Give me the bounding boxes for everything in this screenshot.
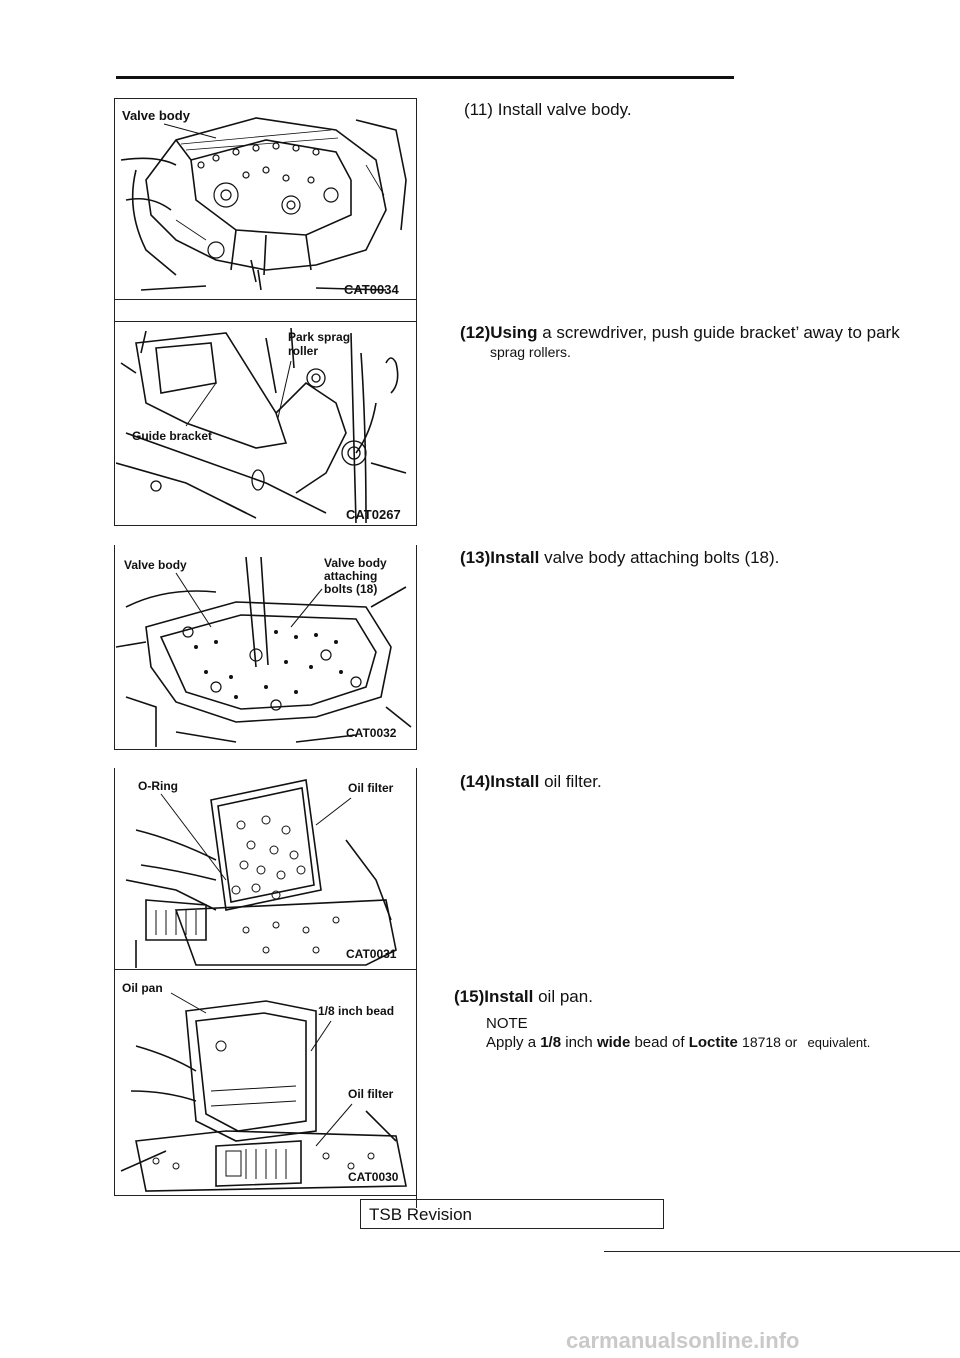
figure-oil-filter: O-Ring Oil filter CAT0031	[116, 770, 415, 968]
step-text: oil pan.	[538, 987, 593, 1006]
figure-oil-pan: Oil pan 1/8 inch bead Oil filter CAT0030	[116, 971, 415, 1194]
step-number: (15)Install	[454, 987, 534, 1006]
step-number: (11)	[464, 100, 493, 119]
step-15: (15)Install oil pan.	[454, 987, 593, 1007]
frame-line	[114, 525, 416, 526]
note-body: Apply a 1/8 inch wide bead of Loctite 18…	[486, 1034, 870, 1051]
figure-park-sprag: Park sprag roller Guide bracket CAT0267	[116, 323, 415, 524]
frame-line	[114, 969, 416, 970]
step-13: (13)Install valve body attaching bolts (…	[460, 548, 779, 568]
figure-label: bolts (18)	[324, 582, 377, 596]
frame-line	[114, 98, 115, 526]
note-text: 1/8	[540, 1034, 562, 1051]
step-text: valve body attaching bolts (18).	[544, 548, 780, 567]
note-text: equivalent.	[807, 1035, 871, 1050]
step-text: a screwdriver, push guide bracket’ away …	[542, 323, 900, 342]
step-number: (12)Using	[460, 323, 538, 342]
figure-code: CAT0030	[348, 1170, 399, 1184]
note-text: inch	[565, 1034, 593, 1051]
step-12-cont: sprag rollers.	[490, 344, 571, 360]
step-12: (12)Using a screwdriver, push guide brac…	[460, 323, 900, 343]
frame-line	[416, 768, 417, 1208]
figure-label: Park sprag	[288, 330, 350, 344]
watermark: carmanualsonline.info	[566, 1328, 800, 1353]
frame-line	[114, 98, 416, 99]
figure-label: O-Ring	[138, 779, 178, 793]
frame-line	[114, 545, 115, 750]
note-text: bead of	[634, 1034, 685, 1051]
note-text: wide	[596, 1034, 631, 1051]
frame-line	[114, 1195, 416, 1196]
step-text: Install valve body.	[497, 100, 632, 119]
figure-label: roller	[288, 344, 318, 358]
figure-label: Oil filter	[348, 781, 394, 795]
frame-line	[416, 98, 417, 526]
figure-label: Valve body	[122, 108, 191, 123]
figure-code: CAT0032	[346, 726, 397, 740]
step-number: (13)Install	[460, 548, 540, 567]
note-text: Loctite	[688, 1034, 738, 1051]
step-14: (14)Install oil filter.	[460, 772, 602, 792]
frame-line	[416, 545, 417, 750]
note-text: 18718 or	[742, 1034, 798, 1050]
note-title: NOTE	[486, 1015, 528, 1032]
tsb-revision-box: TSB Revision	[360, 1199, 664, 1229]
figure-label: Oil filter	[348, 1087, 394, 1101]
figure-code: CAT0031	[346, 947, 397, 961]
frame-line	[114, 321, 416, 322]
note-text: Apply a	[486, 1034, 537, 1051]
figure-code: CAT0267	[346, 507, 401, 522]
bottom-rule	[604, 1251, 960, 1252]
figure-label: Valve body	[324, 556, 387, 570]
frame-line	[114, 299, 416, 300]
frame-line	[114, 768, 115, 1196]
figure-attaching-bolts: Valve body Valve body attaching bolts (1…	[116, 547, 415, 748]
step-number: (14)Install	[460, 772, 540, 791]
frame-line	[114, 749, 416, 750]
figure-label: Guide bracket	[132, 429, 212, 443]
figure-valve-body: Valve body CAT0034	[116, 100, 415, 298]
figure-label: 1/8 inch bead	[318, 1004, 394, 1018]
figure-label: Valve body	[124, 558, 187, 572]
top-rule	[116, 76, 734, 79]
step-text: oil filter.	[544, 772, 602, 791]
figure-label: attaching	[324, 569, 377, 583]
step-11: (11) Install valve body.	[464, 100, 632, 120]
figure-code: CAT0034	[344, 282, 399, 297]
figure-label: Oil pan	[122, 981, 163, 995]
